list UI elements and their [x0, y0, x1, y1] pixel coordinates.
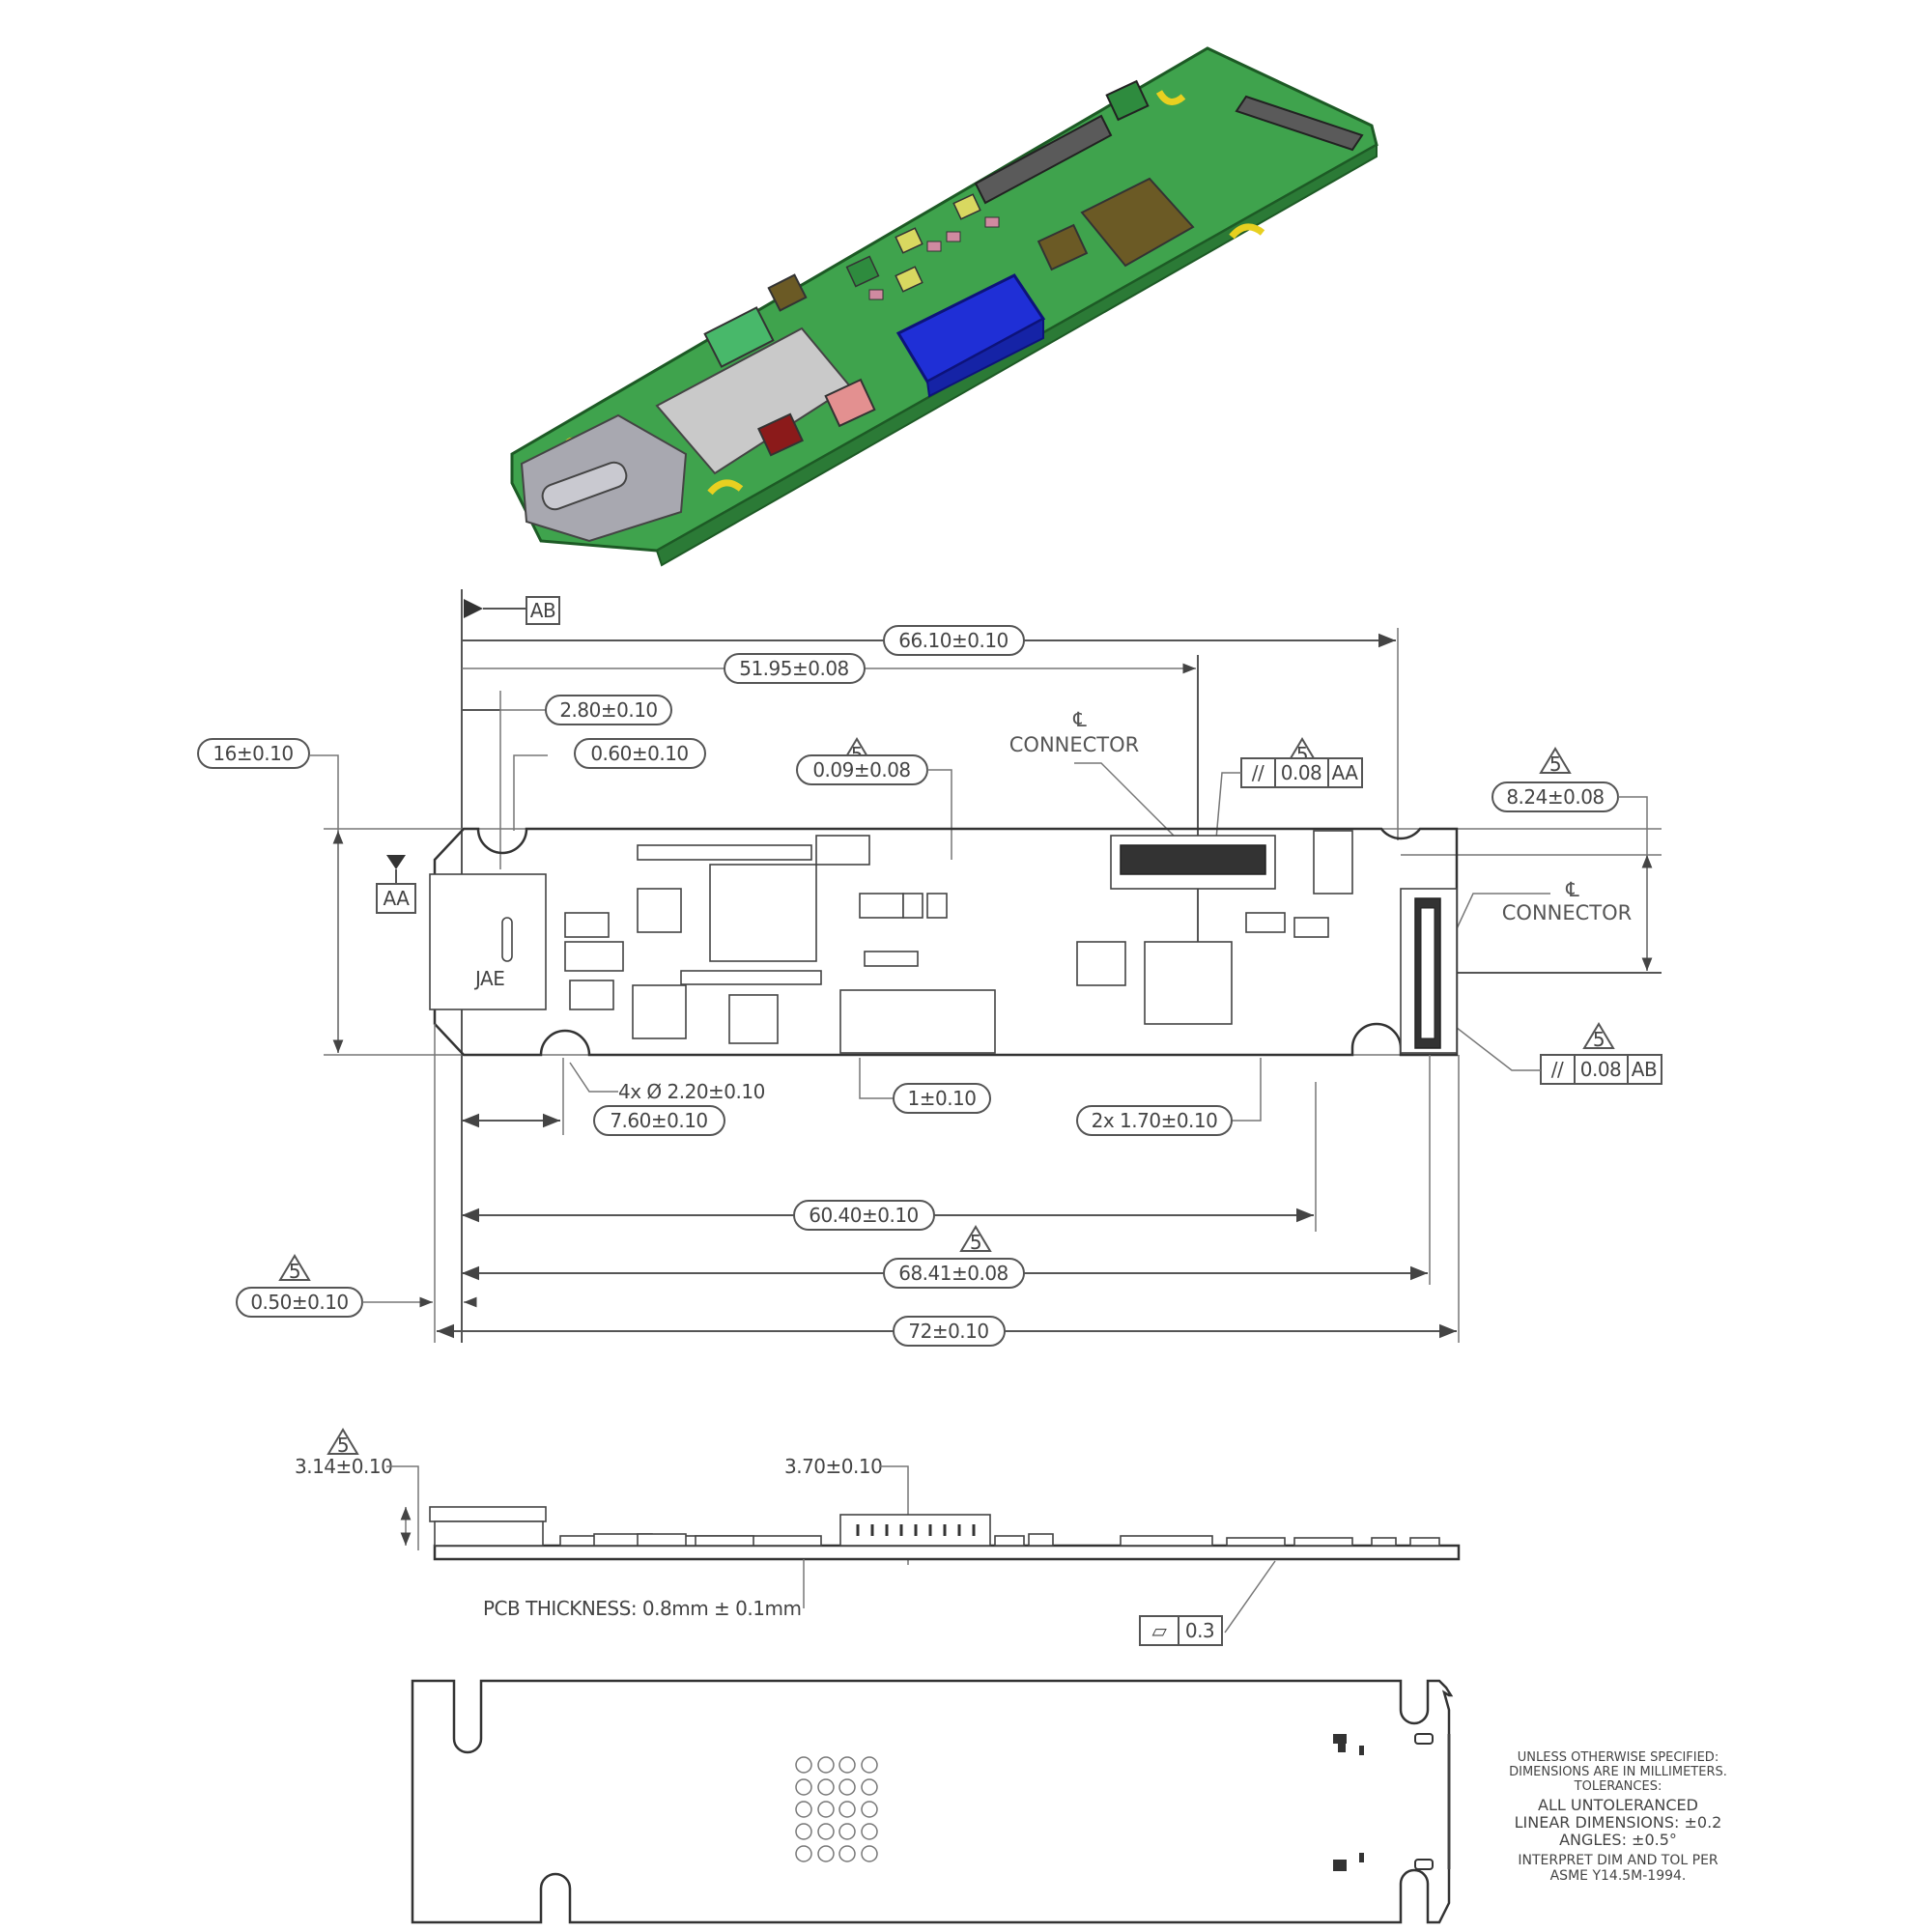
dim-0-09: 0.09±0.08 [812, 758, 910, 781]
dim-0-60: 0.60±0.10 [590, 742, 688, 765]
dim-60-40: 60.40±0.10 [809, 1204, 919, 1227]
svg-text:▱: ▱ [1152, 1619, 1168, 1642]
pcb-top-outline: JAE [429, 827, 1459, 1057]
header-pins [856, 1524, 976, 1536]
dim-66-10: 66.10±0.10 [898, 629, 1009, 652]
note-flag-5: 5 [970, 1231, 981, 1254]
note-flag-5: 5 [1593, 1028, 1605, 1051]
note-flag-5: 5 [337, 1434, 349, 1457]
datum-ab-label: AB [530, 599, 555, 622]
dim-8-24: 8.24±0.08 [1506, 785, 1604, 809]
datum-aa-label: AA [384, 887, 411, 910]
dim-68-41: 68.41±0.08 [898, 1262, 1009, 1285]
note-line-1: UNLESS OTHERWISE SPECIFIED: [1518, 1750, 1719, 1765]
dim-7-60: 7.60±0.10 [610, 1109, 707, 1132]
dim-holes: 4x Ø 2.20±0.10 [618, 1080, 765, 1103]
dim-16: 16±0.10 [213, 742, 293, 765]
note-flag-5: 5 [1549, 753, 1561, 776]
top-view-drawing: AB 66.10±0.10 51.95±0.08 2.80±0.10 0.60±… [197, 589, 1662, 1347]
fcf-parallelism-aa: // 0.08 AA [1240, 757, 1363, 788]
svg-text://: // [1252, 761, 1264, 784]
note-line-6: ANGLES: ±0.5° [1559, 1831, 1677, 1849]
svg-text:AB: AB [1632, 1058, 1657, 1081]
fcf-flatness: ▱ 0.3 [1139, 1615, 1223, 1646]
centerline-symbol: ℄ [1072, 708, 1087, 731]
usb-marking: JAE [473, 967, 504, 990]
side-view-drawing: 5 3.14±0.10 3.70±0.10 [295, 1428, 1461, 1646]
connector-label-top: CONNECTOR [1009, 733, 1140, 756]
dim-3-70: 3.70±0.10 [784, 1455, 882, 1478]
dim-51-95: 51.95±0.08 [739, 657, 849, 680]
dim-3-14: 3.14±0.10 [295, 1455, 392, 1478]
note-line-7: INTERPRET DIM AND TOL PER [1518, 1853, 1719, 1868]
bottom-view-drawing [411, 1679, 1454, 1924]
isometric-pcb-view [510, 46, 1378, 567]
note-line-8: ASME Y14.5M-1994. [1550, 1868, 1687, 1884]
svg-text:0.08: 0.08 [1580, 1058, 1622, 1081]
fcf-parallelism-ab: // 0.08 AB [1540, 1054, 1662, 1085]
note-line-3: TOLERANCES: [1574, 1779, 1662, 1794]
dim-2-80: 2.80±0.10 [559, 698, 657, 722]
svg-text:0.3: 0.3 [1185, 1619, 1214, 1642]
connector-label-right: CONNECTOR [1502, 901, 1633, 924]
general-notes: UNLESS OTHERWISE SPECIFIED: DIMENSIONS A… [1509, 1750, 1727, 1884]
svg-text:0.08: 0.08 [1281, 761, 1322, 784]
note-line-2: DIMENSIONS ARE IN MILLIMETERS. [1509, 1765, 1727, 1779]
svg-text:AA: AA [1332, 761, 1359, 784]
note-line-4: ALL UNTOLERANCED [1538, 1796, 1698, 1814]
dim-72: 72±0.10 [908, 1320, 988, 1343]
note-line-5: LINEAR DIMENSIONS: ±0.2 [1515, 1813, 1722, 1832]
thermal-via-grid [795, 1756, 878, 1862]
svg-text://: // [1551, 1058, 1564, 1081]
dim-0-50: 0.50±0.10 [250, 1291, 348, 1314]
note-flag-5: 5 [289, 1260, 300, 1283]
dim-1: 1±0.10 [907, 1087, 976, 1110]
centerline-symbol-right: ℄ [1565, 878, 1579, 901]
pcb-thickness-note: PCB THICKNESS: 0.8mm ± 0.1mm [483, 1597, 801, 1620]
dim-2x-1-70: 2x 1.70±0.10 [1092, 1109, 1218, 1132]
